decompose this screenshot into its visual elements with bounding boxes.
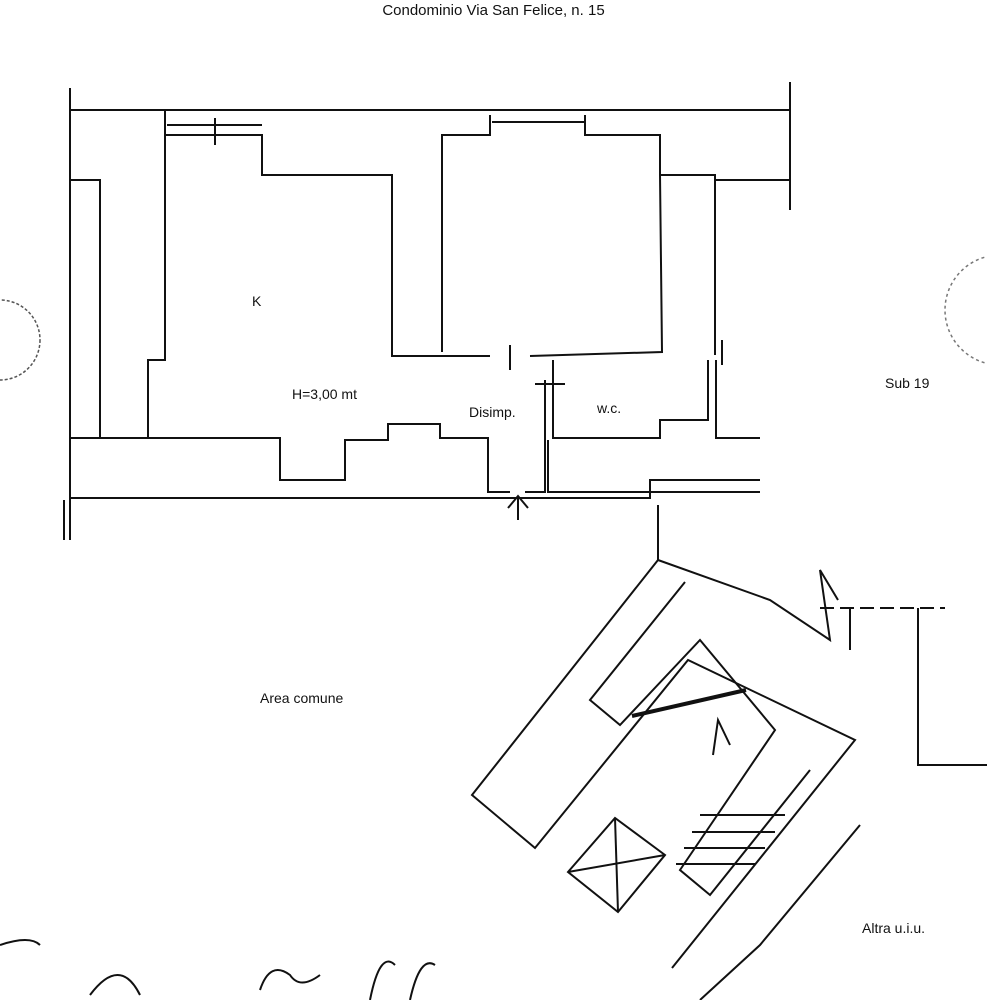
stamp-seal-left: [0, 299, 41, 381]
room-label-wc: w.c.: [597, 400, 622, 416]
room-label-hall: Disimp.: [469, 404, 516, 420]
staircase: [470, 505, 861, 1000]
other-unit-label: Altra u.i.u.: [862, 920, 926, 936]
neighbor-unit-label: Sub 19: [885, 375, 930, 391]
room-height-label: H=3,00 mt: [292, 386, 357, 402]
stamp-seal-right: [944, 255, 987, 365]
signature: [0, 939, 436, 1000]
plan-header-title: Condominio Via San Felice, n. 15: [382, 2, 605, 19]
room-label-kitchen: K: [252, 293, 262, 309]
neighbor-walls-solid: [849, 608, 987, 766]
outer-walls: [63, 82, 791, 540]
common-area-label: Area comune: [260, 690, 344, 706]
entrance-arrow-icon: [507, 494, 529, 520]
